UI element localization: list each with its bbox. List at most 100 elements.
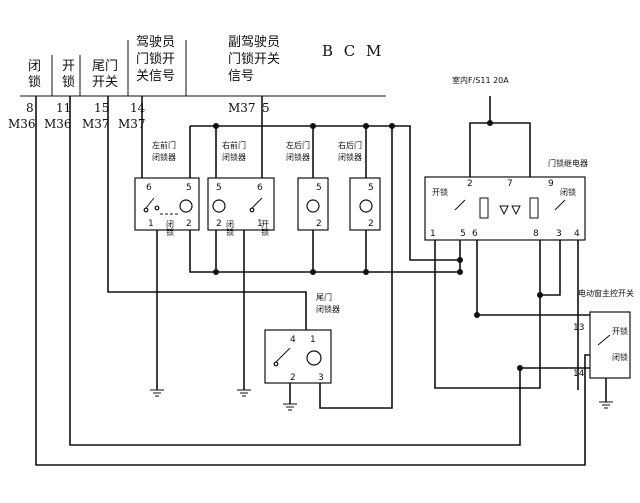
conn-tailgate-switch: M37 xyxy=(82,117,110,131)
svg-text:闭锁: 闭锁 xyxy=(226,220,235,237)
wire-open-lock xyxy=(69,96,590,446)
svg-text:闭锁器: 闭锁器 xyxy=(286,152,310,162)
svg-text:3: 3 xyxy=(556,229,562,239)
bcm-header-open-lock-1: 开 xyxy=(62,59,75,74)
pin-driver-switch: 14 xyxy=(130,101,146,115)
bcm-header-driver-2: 门锁开 xyxy=(136,51,175,67)
svg-text:6: 6 xyxy=(472,229,478,239)
motor-icon xyxy=(179,199,193,213)
bcm-header-close-lock-1: 闭 xyxy=(28,59,41,74)
bcm-header-driver-1: 驾驶员 xyxy=(136,35,175,50)
svg-text:闭锁: 闭锁 xyxy=(166,220,175,237)
actuator-front-left: 左前门 闭锁器 6 5 1 2 闭锁 xyxy=(134,140,200,237)
diode-icon xyxy=(511,205,521,216)
svg-text:开锁: 开锁 xyxy=(612,326,628,336)
pin-tailgate-switch: 15 xyxy=(94,101,109,115)
svg-text:闭锁: 闭锁 xyxy=(612,352,628,362)
svg-text:5: 5 xyxy=(316,183,322,193)
actuator-rear-right: 右后门 闭锁器 5 2 xyxy=(338,140,381,231)
switch-icon xyxy=(597,334,611,346)
motor-icon xyxy=(306,199,320,213)
pin-open-lock: 11 xyxy=(56,101,71,115)
switch-icon xyxy=(454,199,466,211)
bcm-header-passenger-1: 副驾驶员 xyxy=(228,35,280,50)
motor-icon xyxy=(212,199,226,213)
svg-text:5: 5 xyxy=(460,229,466,239)
svg-text:9: 9 xyxy=(548,179,554,189)
svg-text:开锁: 开锁 xyxy=(432,187,448,197)
ground-icon xyxy=(599,401,613,409)
window-master-switch: 电动窗主控开关 13 14 开锁 闭锁 xyxy=(573,288,634,379)
door-lock-relay: 门锁继电器 开锁 闭锁 2 7 9 1 5 6 8 3 4 xyxy=(424,158,588,241)
svg-text:8: 8 xyxy=(533,229,539,239)
svg-text:13: 13 xyxy=(573,323,584,333)
svg-text:2: 2 xyxy=(186,219,192,229)
wires xyxy=(35,96,629,466)
switch-icon xyxy=(275,347,291,363)
switch-icon xyxy=(554,199,566,211)
svg-text:1: 1 xyxy=(257,219,263,229)
fuse-label: 室内F/S11 20A xyxy=(452,75,509,85)
bcm-header-tailgate-2: 开关 xyxy=(92,75,118,90)
svg-text:2: 2 xyxy=(316,219,322,229)
svg-text:闭锁: 闭锁 xyxy=(560,187,576,197)
bcm-header-passenger-3: 信号 xyxy=(228,69,254,84)
svg-text:1: 1 xyxy=(148,219,154,229)
svg-text:14: 14 xyxy=(573,369,585,379)
diode-icon xyxy=(499,205,509,216)
conn-passenger-switch: M37 xyxy=(228,101,256,115)
svg-text:2: 2 xyxy=(216,219,222,229)
coil-icon xyxy=(529,197,539,219)
svg-text:左前门: 左前门 xyxy=(152,140,176,150)
svg-text:2: 2 xyxy=(467,179,473,189)
bcm-header-passenger-2: 门锁开关 xyxy=(228,51,280,67)
bcm-header-open-lock-2: 锁 xyxy=(62,74,75,90)
svg-text:1: 1 xyxy=(310,335,316,345)
svg-text:右后门: 右后门 xyxy=(338,140,362,150)
svg-text:右前门: 右前门 xyxy=(222,140,246,150)
bcm-header-close-lock-2: 锁 xyxy=(28,74,41,90)
ground-icon xyxy=(283,383,297,411)
svg-text:左后门: 左后门 xyxy=(286,140,310,150)
conn-driver-switch: M37 xyxy=(118,117,146,131)
svg-text:4: 4 xyxy=(290,335,296,345)
svg-text:2: 2 xyxy=(368,219,374,229)
bcm-title: B C M xyxy=(322,42,384,60)
svg-text:2: 2 xyxy=(290,373,296,383)
relay-label: 门锁继电器 xyxy=(548,158,588,168)
svg-text:3: 3 xyxy=(318,373,324,383)
wire-bottom-bus xyxy=(189,230,460,273)
bcm-header-driver-3: 关信号 xyxy=(136,69,175,84)
svg-text:闭锁器: 闭锁器 xyxy=(152,152,176,162)
ground-icon xyxy=(237,389,251,397)
svg-text:5: 5 xyxy=(186,183,192,193)
motor-icon xyxy=(306,350,322,366)
actuator-rear-left: 左后门 闭锁器 5 2 xyxy=(286,140,329,231)
fuse: 室内F/S11 20A xyxy=(452,75,509,85)
svg-text:6: 6 xyxy=(146,183,152,193)
motor-icon xyxy=(359,199,373,213)
svg-text:闭锁器: 闭锁器 xyxy=(316,304,340,314)
ground-symbols xyxy=(150,383,613,411)
switch-icon xyxy=(145,197,155,209)
svg-text:4: 4 xyxy=(574,229,580,239)
svg-text:尾门: 尾门 xyxy=(316,292,332,302)
actuator-tailgate: 尾门 闭锁器 4 1 2 3 xyxy=(264,292,340,384)
svg-text:5: 5 xyxy=(368,183,374,193)
wire-tailgate-switch xyxy=(107,96,307,345)
actuator-front-right: 右前门 闭锁器 5 6 2 1 闭锁 开锁 xyxy=(207,140,275,237)
svg-text:闭锁器: 闭锁器 xyxy=(338,152,362,162)
conn-close-lock: M36 xyxy=(8,117,36,131)
svg-text:5: 5 xyxy=(216,183,222,193)
svg-text:6: 6 xyxy=(257,183,263,193)
svg-text:闭锁器: 闭锁器 xyxy=(222,152,246,162)
conn-open-lock: M36 xyxy=(44,117,72,131)
bcm-header: B C M 闭 锁 开 锁 尾门 开关 驾驶员 门锁开 关信号 副驾驶员 门锁开… xyxy=(8,35,386,131)
pin-close-lock: 8 xyxy=(26,101,34,115)
bcm-header-tailgate-1: 尾门 xyxy=(92,59,118,74)
switch-icon xyxy=(251,197,263,209)
pin-passenger-switch: 5 xyxy=(262,101,270,115)
junctions xyxy=(213,120,543,371)
coil-icon xyxy=(479,197,489,219)
window-switch-label: 电动窗主控开关 xyxy=(578,288,634,298)
